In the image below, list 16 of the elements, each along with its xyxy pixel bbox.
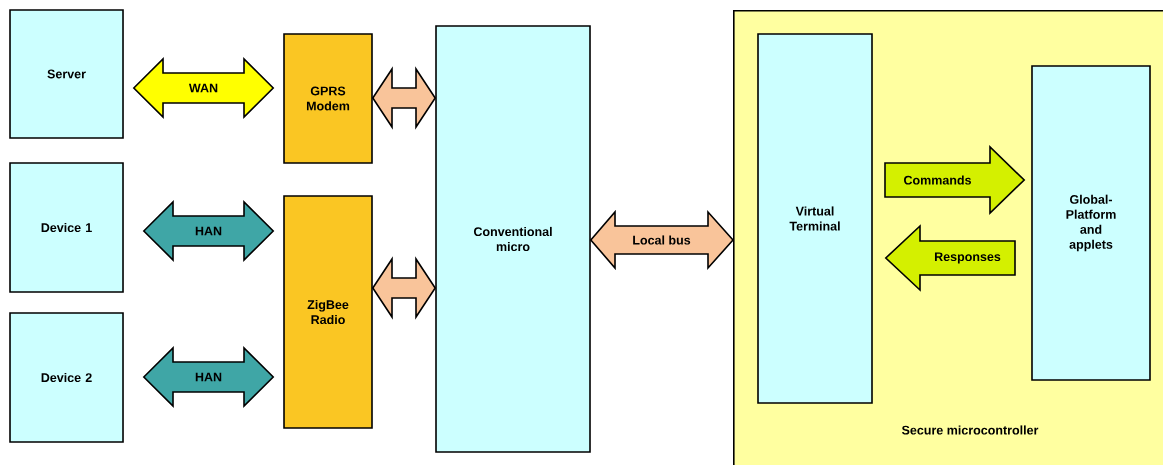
block-arrow: [884, 224, 1016, 292]
block-box: Device 2: [9, 312, 124, 443]
edge-label: Local bus: [633, 235, 691, 245]
block-box: Virtual Terminal: [757, 33, 873, 404]
edge-label: HAN: [195, 226, 222, 236]
block-box: Conventional micro: [435, 25, 591, 453]
edge-label: WAN: [188, 83, 218, 93]
block-box: GPRS Modem: [283, 33, 373, 164]
edge-label: Responses: [935, 252, 1001, 264]
edge-label: Commands: [904, 175, 971, 185]
block-arrow: [884, 145, 1026, 215]
edge-label: HAN: [195, 372, 222, 382]
block-box: Device 1: [9, 162, 124, 293]
block-box: Global-Platform and applets: [1031, 65, 1151, 381]
block-box: ZigBee Radio: [283, 195, 373, 429]
block-box: Server: [9, 9, 124, 139]
